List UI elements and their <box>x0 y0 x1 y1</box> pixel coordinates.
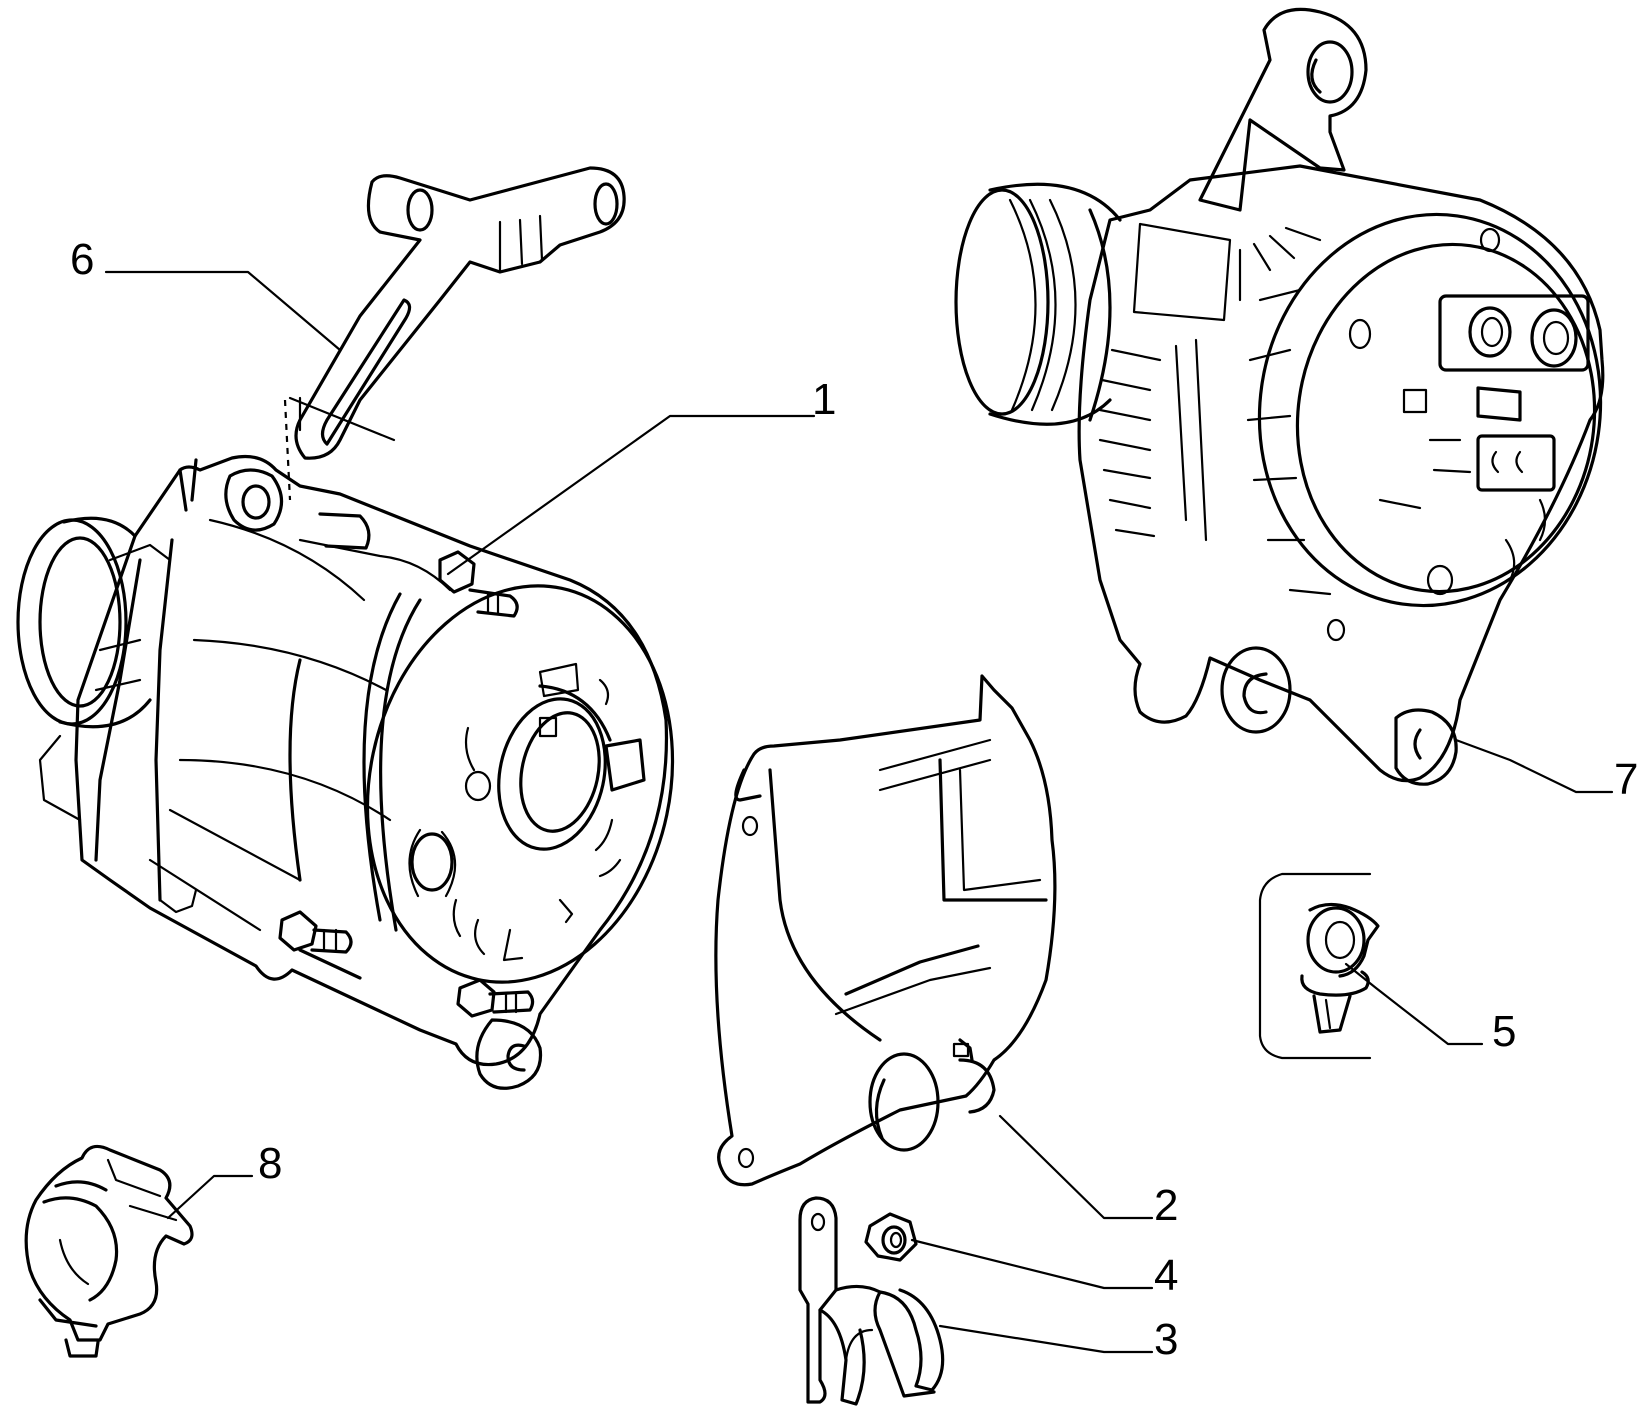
callout-label-2: 2 <box>1154 1181 1178 1230</box>
leader-lines <box>104 270 1614 1354</box>
callout-label-8: 8 <box>258 1139 282 1188</box>
callout-labels: 6 1 7 5 2 4 3 8 <box>70 235 1638 1364</box>
pulley-cover[interactable] <box>714 674 1057 1187</box>
nut[interactable] <box>864 1212 918 1262</box>
callout-label-3: 3 <box>1154 1315 1178 1364</box>
alternator-alt[interactable] <box>954 7 1626 786</box>
callout-label-4: 4 <box>1154 1251 1178 1300</box>
callout-label-5: 5 <box>1492 1007 1516 1056</box>
pipe-clamp[interactable] <box>24 1144 194 1358</box>
clip[interactable] <box>1258 872 1380 1060</box>
hose-bracket[interactable] <box>798 1196 945 1406</box>
alternator[interactable] <box>16 454 708 1090</box>
callout-label-7: 7 <box>1614 755 1638 804</box>
leader-line-4 <box>910 1238 1154 1290</box>
leader-line-7 <box>1454 738 1614 794</box>
leader-line-6 <box>104 270 342 352</box>
leader-line-1 <box>446 414 816 576</box>
leader-line-8 <box>166 1174 254 1220</box>
leader-line-2 <box>998 1114 1154 1220</box>
leader-line-3 <box>938 1324 1154 1354</box>
tension-bracket[interactable] <box>283 166 626 501</box>
callout-label-6: 6 <box>70 235 94 284</box>
callout-label-1: 1 <box>812 375 836 424</box>
leader-line-5 <box>1344 962 1484 1046</box>
